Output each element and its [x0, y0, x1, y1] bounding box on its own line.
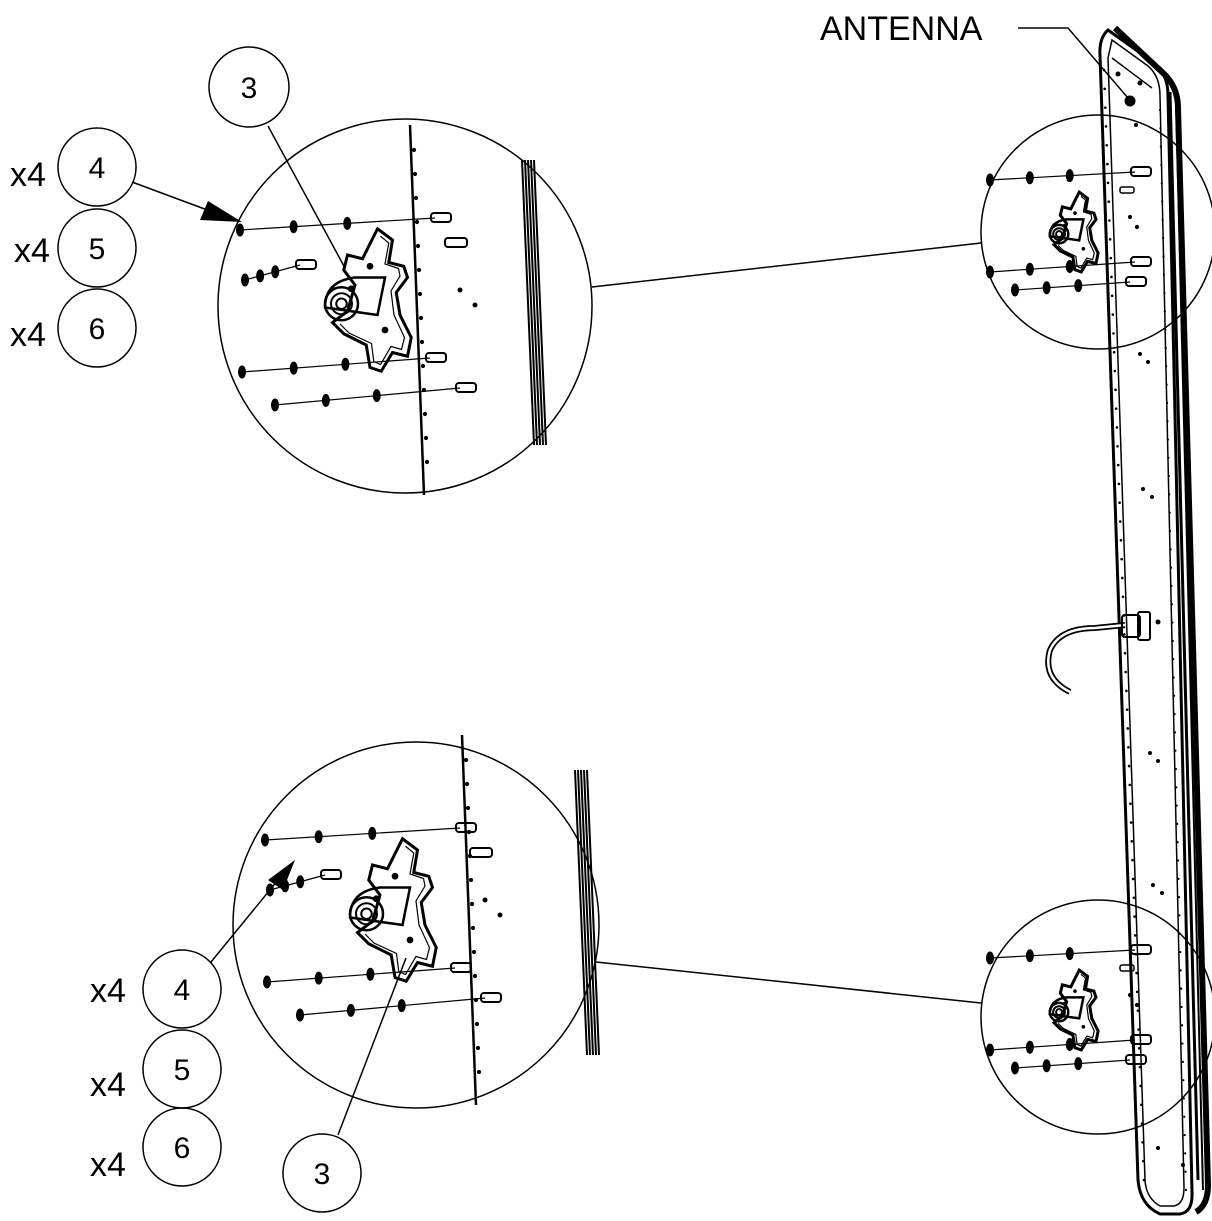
callout-qty-6-bottom: x4	[90, 1146, 126, 1184]
callout-number-3-top: 3	[241, 72, 258, 105]
callout-number-5-bottom: 5	[174, 1054, 191, 1087]
arrowhead-4-top	[200, 201, 242, 222]
edge-dots	[1102, 68, 1188, 1192]
panel-detail-circle-top	[980, 114, 1212, 350]
detail-connector-top	[591, 242, 982, 288]
callouts-top: 3 4 x4 5 x4 6 x4	[10, 46, 346, 368]
large-detail-top	[217, 118, 593, 496]
callout-number-3-bottom: 3	[314, 1158, 331, 1191]
leader-4-top	[131, 181, 211, 212]
callout-number-6-bottom: 6	[174, 1132, 191, 1165]
callout-number-6-top: 6	[89, 313, 106, 346]
leader-3-bottom	[337, 957, 407, 1136]
callout-qty-5-top: x4	[14, 232, 50, 270]
panel-detail-circle-bottom	[980, 899, 1212, 1135]
callout-qty-4-bottom: x4	[90, 972, 126, 1010]
callout-bubble-5-top	[57, 208, 137, 288]
callout-number-5-top: 5	[89, 233, 106, 266]
callout-bubble-3-top	[208, 46, 290, 128]
callout-bubble-3-bottom	[282, 1133, 362, 1213]
antenna-panel	[1045, 25, 1212, 1216]
leader-4-bottom	[210, 879, 279, 963]
antenna-leader-line	[1018, 27, 1129, 99]
callout-number-4-top: 4	[89, 152, 106, 185]
callout-bubble-4-bottom	[142, 949, 222, 1029]
callout-bubble-6-top	[57, 288, 137, 368]
callout-bubble-4-top	[57, 127, 137, 207]
callout-number-4-bottom: 4	[174, 974, 191, 1007]
leader-3-top	[267, 125, 346, 269]
arrowhead-4-bottom	[268, 860, 295, 890]
callouts-bottom: 4 x4 5 x4 6 x4 3	[90, 860, 407, 1213]
callout-qty-5-bottom: x4	[90, 1066, 126, 1104]
callout-bubble-6-bottom	[142, 1107, 222, 1187]
antenna-label: ANTENNA	[820, 10, 983, 48]
detail-connector-bottom	[595, 961, 982, 1004]
large-detail-bottom	[232, 734, 600, 1109]
callout-qty-6-top: x4	[10, 316, 46, 354]
callout-qty-4-top: x4	[10, 156, 46, 194]
